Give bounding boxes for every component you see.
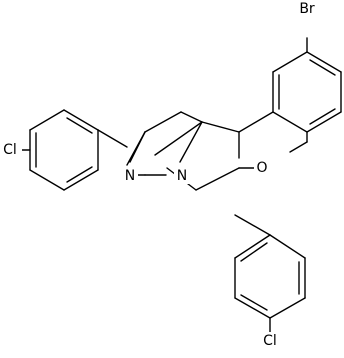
bond xyxy=(63,169,99,191)
bond xyxy=(29,169,65,191)
bond xyxy=(97,129,128,148)
bond xyxy=(154,121,203,156)
pyrazoline-ring xyxy=(126,111,203,176)
bond xyxy=(289,141,308,153)
chlorophenyl-ring-bottom xyxy=(234,214,306,333)
bond xyxy=(29,109,65,131)
chlorine-label-left: Cl xyxy=(3,142,17,158)
double-bond-inner xyxy=(240,242,268,262)
double-bond-inner xyxy=(66,117,93,134)
oxygen-label: O xyxy=(256,160,267,176)
bond xyxy=(238,111,274,133)
bond xyxy=(269,297,306,319)
bond xyxy=(269,234,306,259)
double-bond-inner xyxy=(66,166,93,183)
chlorophenyl-ring-left xyxy=(21,109,128,191)
bond xyxy=(195,167,240,191)
bond xyxy=(179,121,203,163)
atom-labels: Br Cl Cl N N O xyxy=(3,1,315,349)
double-bond-inner xyxy=(309,108,336,125)
double-bond-inner xyxy=(240,294,268,311)
bond xyxy=(180,111,203,123)
bond xyxy=(306,111,342,133)
double-bond-inner xyxy=(309,59,336,76)
bond xyxy=(272,111,308,133)
bond xyxy=(234,234,271,259)
nitrogen-imine-label: N xyxy=(125,168,135,184)
bond xyxy=(234,214,271,236)
bond xyxy=(201,121,240,133)
chlorine-label-bottom: Cl xyxy=(263,333,277,349)
bond xyxy=(234,297,271,319)
nitrogen-bridge-label: N xyxy=(177,168,187,184)
bond xyxy=(144,111,182,133)
bond xyxy=(129,131,146,163)
bond xyxy=(63,109,99,131)
oxazine-ring xyxy=(154,111,308,191)
bromobenzo-ring xyxy=(272,37,342,133)
bond xyxy=(272,51,308,73)
bond xyxy=(306,51,342,73)
bromine-label: Br xyxy=(299,1,315,17)
